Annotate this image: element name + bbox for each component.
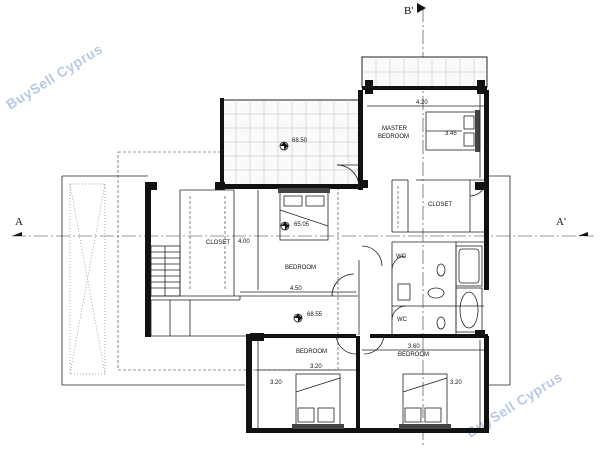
watermark-top-left: BuySell Cyprus xyxy=(3,40,105,112)
dim-bottom-left-width: 3.20 xyxy=(310,364,322,370)
dimension-lines xyxy=(240,92,484,428)
bathroom-fixtures xyxy=(397,245,483,333)
level-balcony: 68.50 xyxy=(292,138,308,144)
room-master-bedroom-line1: MASTER xyxy=(382,126,408,132)
section-a-line: A A' xyxy=(12,216,594,237)
bed-center xyxy=(278,188,330,241)
section-a-prime-label: A' xyxy=(556,216,566,228)
walls xyxy=(145,90,489,433)
balcony xyxy=(220,98,363,188)
room-closet-left: CLOSET xyxy=(206,240,230,246)
room-wc-lower: WC xyxy=(397,317,408,323)
dim-master-width: 4.20 xyxy=(416,100,428,106)
room-closet-right: CLOSET xyxy=(428,202,452,208)
dim-bottom-right-depth: 3.20 xyxy=(450,380,462,386)
dim-bottom-left-depth: 3.20 xyxy=(270,380,282,386)
staircase xyxy=(150,245,246,337)
room-bedroom-center: BEDROOM xyxy=(285,265,316,271)
section-a-label: A xyxy=(15,216,23,228)
closet-details xyxy=(189,186,399,290)
section-b-label: B' xyxy=(404,5,413,17)
dim-center-depth: 4.00 xyxy=(238,239,250,245)
level-marker-bedroom xyxy=(280,221,290,231)
bed-bottom-left xyxy=(292,373,344,429)
dim-bottom-right-width: 3.60 xyxy=(408,344,420,350)
room-master-bedroom-line2: BEDROOM xyxy=(378,134,409,140)
dim-center-width: 4.50 xyxy=(290,286,302,292)
room-wc-upper: WC xyxy=(396,254,407,260)
room-bedroom-bottom-left: BEDROOM xyxy=(296,349,327,355)
level-marker-corridor xyxy=(293,313,303,323)
doors xyxy=(331,164,487,355)
bed-bottom-right xyxy=(399,373,451,429)
level-corridor: 68.55 xyxy=(307,312,323,318)
master-balcony xyxy=(361,56,488,94)
dim-master-depth: 3.45 xyxy=(445,131,457,137)
level-marker-balcony xyxy=(279,141,289,151)
level-bedroom: 65.05 xyxy=(294,222,310,228)
room-bedroom-bottom-right: BEDROOM xyxy=(398,352,429,358)
